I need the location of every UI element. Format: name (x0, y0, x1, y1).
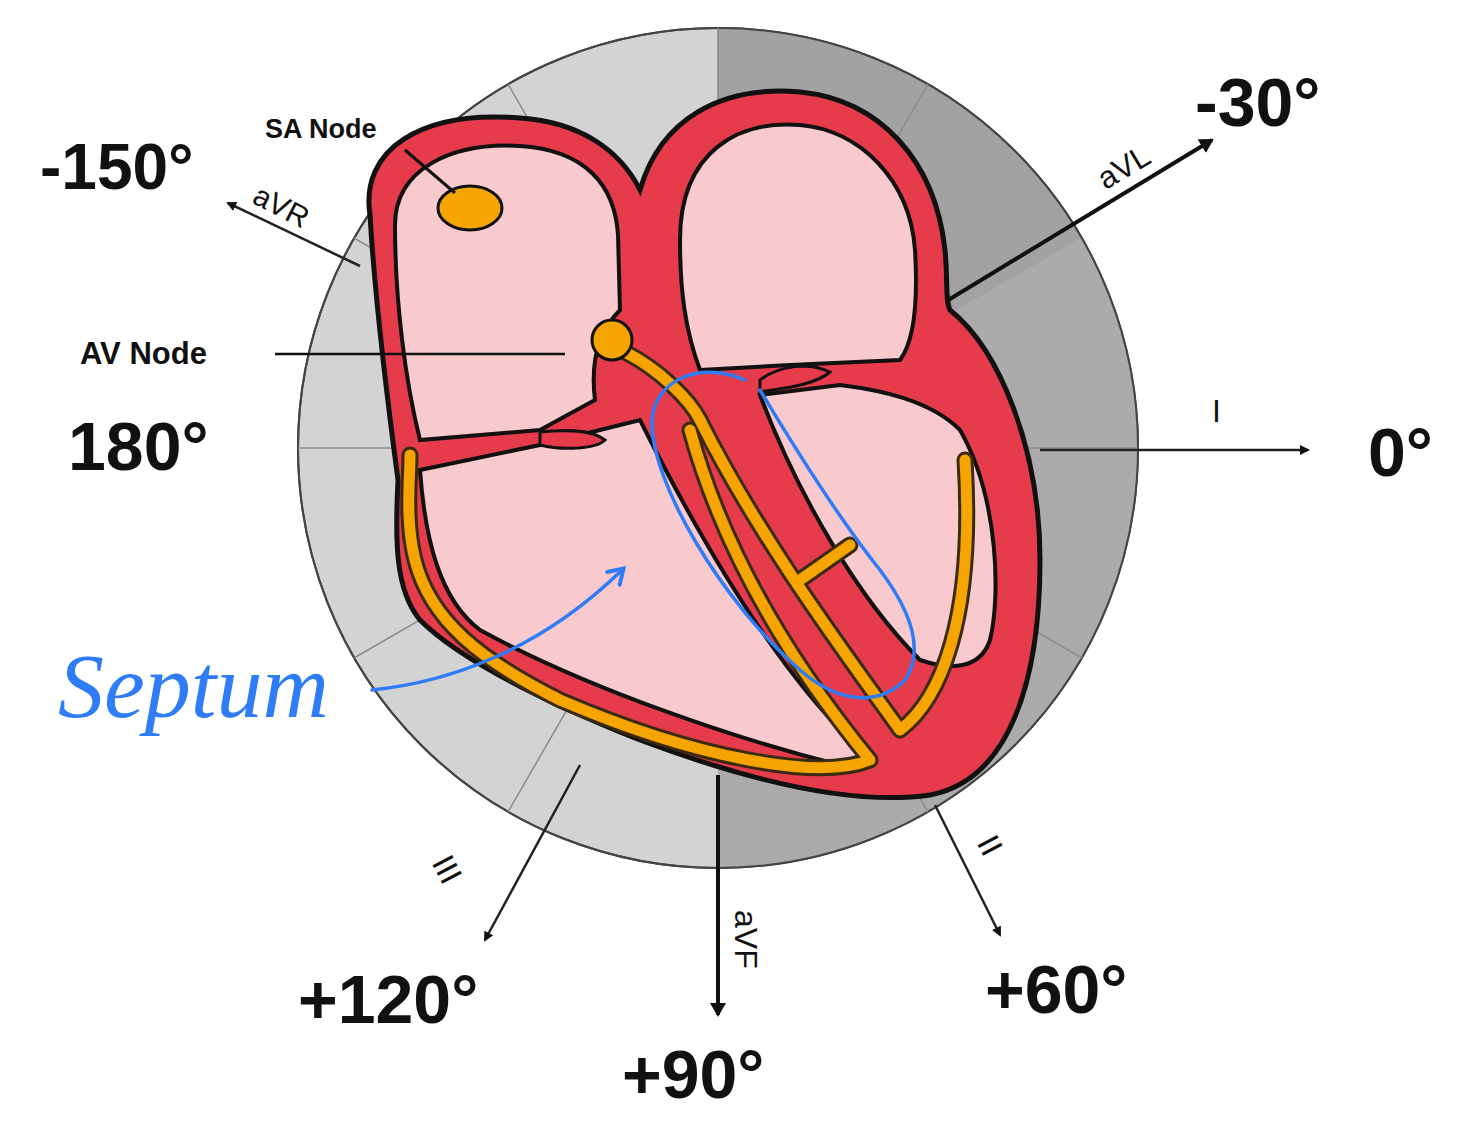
lead-name: aVL (1092, 140, 1155, 195)
part-label: SA Node (265, 116, 377, 143)
part-label: AV Node (80, 338, 207, 369)
angle-label: -30° (1195, 68, 1320, 136)
angle-label: +120° (298, 965, 478, 1033)
lead-name: III (427, 850, 468, 889)
lead-name: aVF (730, 910, 762, 969)
angle-label: 0° (1368, 418, 1433, 486)
lead-name: I (1212, 395, 1221, 427)
lead-name: aVR (248, 180, 314, 233)
angle-label: +60° (985, 955, 1128, 1023)
angle-label: +90° (622, 1040, 765, 1108)
septum-callout: Septum (58, 640, 329, 732)
lead-name: II (972, 830, 1009, 861)
angle-label: -150° (40, 135, 194, 199)
angle-label: 180° (68, 412, 209, 480)
